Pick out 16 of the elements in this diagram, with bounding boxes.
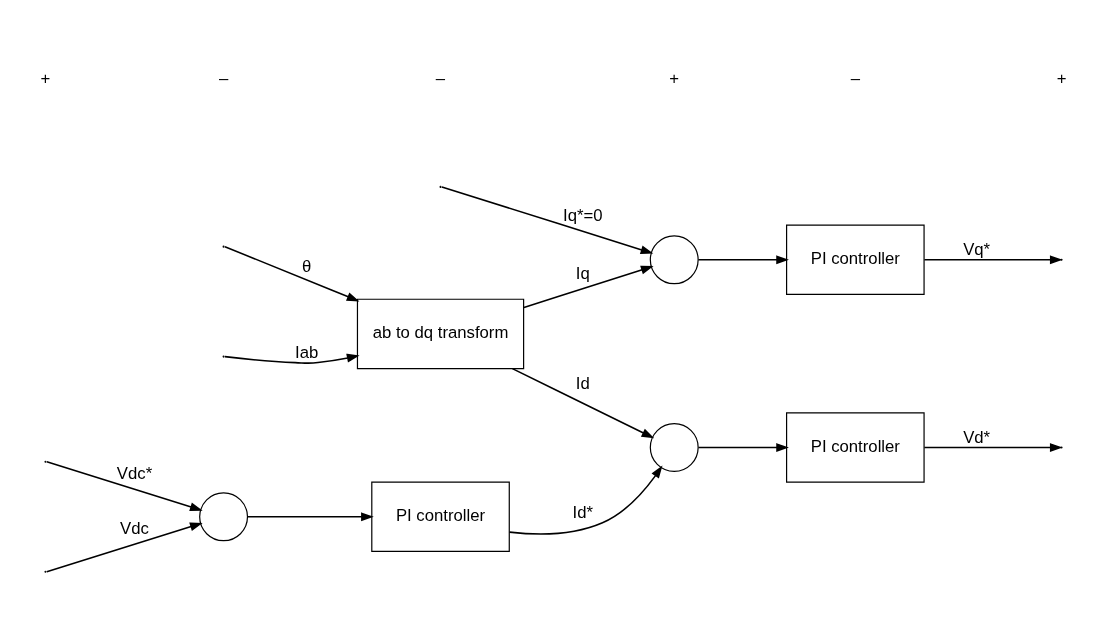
label: – [218,68,229,88]
label: + [669,68,680,88]
edge-label: Vdc [120,518,149,538]
label: + [40,68,51,88]
label: + [1056,68,1067,88]
edge-label: Iab [295,343,319,363]
edge-label: Vdc* [116,463,153,483]
edge-label: Vd* [963,427,991,447]
edge-label: Iq*=0 [563,205,603,225]
edge-label: Iq [575,264,590,284]
edge-label: Vq* [963,240,991,260]
edge-label: Id [575,374,590,394]
edge-label: Id* [572,503,594,523]
edge-label: θ [302,256,312,276]
label: – [850,68,860,88]
label: – [435,68,446,88]
